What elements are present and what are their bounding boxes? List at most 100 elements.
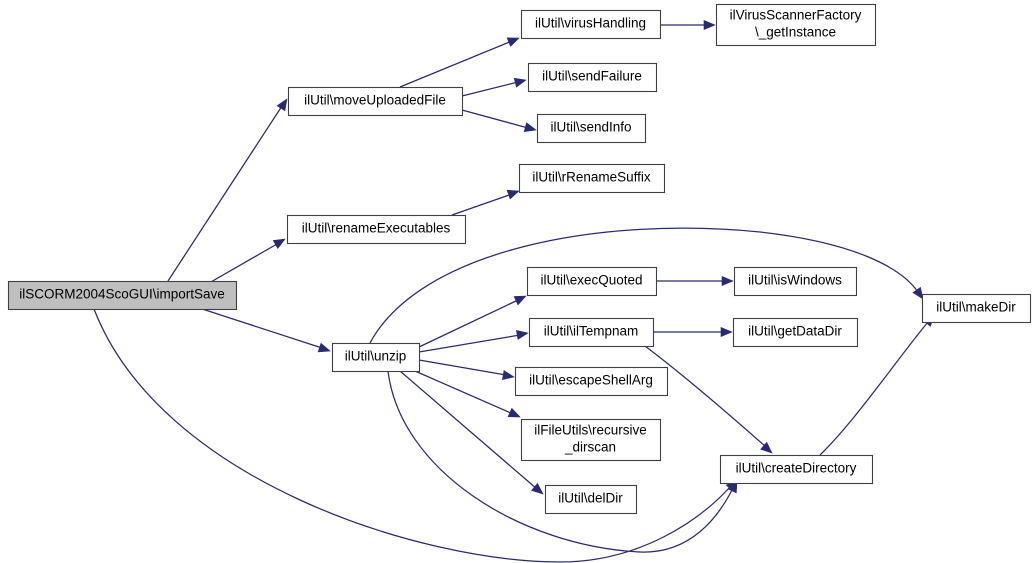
graph-node-renameExecutables[interactable]: ilUtil\renameExecutables xyxy=(286,214,467,245)
graph-node-isWindows[interactable]: ilUtil\isWindows xyxy=(733,266,858,297)
graph-node-virusScannerFactory[interactable]: ilVirusScannerFactory\_getInstance xyxy=(715,3,877,47)
edge-line xyxy=(461,109,529,129)
edge-line xyxy=(461,81,519,97)
edge-line xyxy=(369,227,919,344)
node-label: ilUtil\makeDir xyxy=(936,300,1016,315)
node-box[interactable] xyxy=(518,163,666,194)
graph-node-sendInfo[interactable]: ilUtil\sendInfo xyxy=(536,113,647,144)
graph-node-recursiveDirscan[interactable]: ilFileUtils\recursive _dirscan xyxy=(520,418,662,462)
edge-line xyxy=(414,370,514,415)
edge-line xyxy=(399,370,538,490)
node-box[interactable] xyxy=(544,484,638,515)
node-box[interactable] xyxy=(527,62,658,93)
edge-unzip-to-escapeShellArg xyxy=(418,359,515,381)
edge-unzip-to-createDirectory xyxy=(387,370,738,553)
node-label: ilUtil\ilTempnam xyxy=(544,324,639,339)
node-label: ilUtil\virusHandling xyxy=(535,16,646,31)
edge-line xyxy=(418,334,521,353)
arrowhead-icon xyxy=(501,370,515,381)
node-label: \_getInstance xyxy=(755,25,836,40)
edge-unzip-to-makeDir xyxy=(369,227,924,344)
edge-unzip-to-recursiveDirscan xyxy=(414,370,521,418)
node-label: ilUtil\sendInfo xyxy=(550,120,631,135)
arrowhead-icon xyxy=(507,407,521,418)
edge-ilTempnam-to-getDataDir xyxy=(653,326,733,338)
arrowhead-icon xyxy=(515,329,529,340)
arrowhead-icon xyxy=(513,295,527,306)
edge-importSave-to-moveUploadedFile xyxy=(167,98,288,282)
graph-node-execQuoted[interactable]: ilUtil\execQuoted xyxy=(526,266,658,297)
edge-line xyxy=(167,105,283,282)
node-label: ilUtil\delDir xyxy=(558,491,623,506)
node-label: _dirscan xyxy=(564,440,616,455)
graph-node-ilTempnam[interactable]: ilUtil\ilTempnam xyxy=(528,317,655,348)
node-box[interactable] xyxy=(286,214,467,245)
edge-line xyxy=(399,40,513,88)
graph-node-virusHandling[interactable]: ilUtil\virusHandling xyxy=(520,9,662,40)
arrowhead-icon xyxy=(317,342,331,353)
node-box[interactable] xyxy=(287,86,464,117)
edge-line xyxy=(418,299,519,348)
node-label: ilUtil\renameExecutables xyxy=(302,221,451,236)
edge-moveUploadedFile-to-virusHandling xyxy=(399,37,520,88)
node-box[interactable] xyxy=(719,454,874,485)
node-label: ilUtil\execQuoted xyxy=(540,273,642,288)
node-label: ilUtil\getDataDir xyxy=(748,324,842,339)
node-box[interactable] xyxy=(526,266,658,297)
edge-unzip-to-execQuoted xyxy=(418,295,527,348)
arrowhead-icon xyxy=(506,189,520,200)
node-box[interactable] xyxy=(514,366,669,397)
graph-node-createDirectory[interactable]: ilUtil\createDirectory xyxy=(719,454,874,485)
arrowhead-icon xyxy=(720,326,733,338)
graph-node-makeDir[interactable]: ilUtil\makeDir xyxy=(921,293,1032,324)
edge-importSave-to-unzip xyxy=(189,304,331,353)
node-label: ilUtil\escapeShellArg xyxy=(529,373,653,388)
edge-line xyxy=(819,321,929,456)
node-box[interactable] xyxy=(520,9,662,40)
graph-node-importSave[interactable]: ilSCORM2004ScoGUI\importSave xyxy=(7,280,238,311)
edge-line xyxy=(93,308,731,563)
node-box[interactable] xyxy=(536,113,647,144)
node-box[interactable] xyxy=(733,266,858,297)
edge-line xyxy=(387,370,734,553)
edge-virusHandling-to-virusScannerFactory xyxy=(660,19,716,31)
node-label: ilUtil\unzip xyxy=(345,349,407,364)
arrowhead-icon xyxy=(912,286,924,300)
graph-node-delDir[interactable]: ilUtil\delDir xyxy=(544,484,638,515)
arrowhead-icon xyxy=(531,482,544,495)
node-box[interactable] xyxy=(331,342,421,373)
edge-execQuoted-to-isWindows xyxy=(656,275,734,287)
edge-ilTempnam-to-createDirectory xyxy=(644,345,773,454)
node-label: ilUtil\sendFailure xyxy=(542,69,642,84)
graph-node-sendFailure[interactable]: ilUtil\sendFailure xyxy=(527,62,658,93)
node-box[interactable] xyxy=(528,317,655,348)
edge-line xyxy=(644,345,767,448)
edge-line xyxy=(418,359,507,376)
node-box[interactable] xyxy=(7,280,238,311)
edge-line xyxy=(189,304,323,349)
edge-renameExecutables-to-rRenameSuffix xyxy=(451,189,520,216)
edge-moveUploadedFile-to-sendFailure xyxy=(461,77,527,97)
edge-line xyxy=(451,193,513,216)
node-label: ilFileUtils\recursive xyxy=(534,423,647,438)
node-box[interactable] xyxy=(715,3,877,47)
arrowhead-icon xyxy=(506,37,520,47)
arrowhead-icon xyxy=(272,238,286,250)
node-label: ilUtil\moveUploadedFile xyxy=(304,93,446,108)
edge-unzip-to-ilTempnam xyxy=(418,329,529,353)
node-label: ilUtil\createDirectory xyxy=(736,461,857,476)
node-box[interactable] xyxy=(520,418,662,462)
node-label: ilSCORM2004ScoGUI\importSave xyxy=(19,287,225,302)
graph-node-rRenameSuffix[interactable]: ilUtil\rRenameSuffix xyxy=(518,163,666,194)
graph-node-unzip[interactable]: ilUtil\unzip xyxy=(331,342,421,373)
graph-node-escapeShellArg[interactable]: ilUtil\escapeShellArg xyxy=(514,366,669,397)
graph-node-getDataDir[interactable]: ilUtil\getDataDir xyxy=(732,317,859,348)
node-box[interactable] xyxy=(732,317,859,348)
edge-layer xyxy=(93,19,935,563)
arrowhead-icon xyxy=(513,77,527,88)
node-box[interactable] xyxy=(921,293,1032,324)
graph-node-moveUploadedFile[interactable]: ilUtil\moveUploadedFile xyxy=(287,86,464,117)
arrowhead-icon xyxy=(523,122,537,132)
